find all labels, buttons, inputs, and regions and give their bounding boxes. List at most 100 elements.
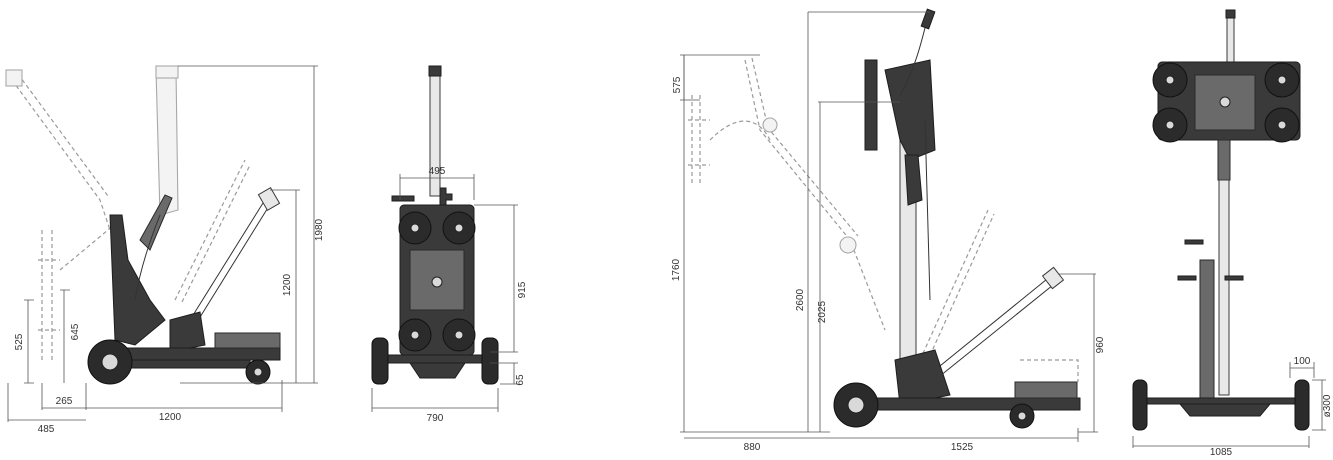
dim-label-1085: 1085 (1210, 447, 1233, 455)
dim-label-1200-vert: 1200 (282, 273, 293, 296)
dim-label-1760: 1760 (671, 258, 682, 281)
cup-2-hub-bl (1165, 120, 1175, 130)
head-bracket (884, 59, 936, 161)
dim-line-100 (1289, 362, 1315, 378)
mast-joint-2 (1217, 139, 1231, 181)
ghost-pivot (839, 236, 857, 254)
dim-line-495 (399, 174, 475, 200)
ghost-boom-raised-edge (17, 73, 109, 197)
dim-label-1980: 1980 (314, 218, 325, 241)
ghost-tray (1020, 359, 1079, 382)
front-mast-2 (1218, 179, 1230, 396)
front-mast-cap (428, 65, 442, 77)
front-view-1: 495 915 65 790 (371, 65, 528, 424)
cup-hub-tl (410, 223, 420, 233)
frame-plate-2-hub (1219, 96, 1231, 108)
hose (134, 214, 161, 301)
dim-label-2025: 2025 (817, 300, 828, 323)
plus-knob (439, 187, 453, 207)
front-axle (379, 354, 495, 364)
handle-arm (139, 194, 173, 251)
boom-2-tip (1041, 266, 1065, 290)
ghost-boom-tip (5, 69, 23, 87)
handle-2-upper (1184, 239, 1204, 245)
cup-hub-bl (410, 330, 420, 340)
ghost-mast (155, 69, 179, 216)
dim-label-960: 960 (1095, 336, 1106, 353)
dim-label-d300: ø300 (1322, 394, 1333, 417)
dim-label-65: 65 (515, 374, 526, 386)
front-left-wheel (371, 337, 389, 385)
handle-2-right (1224, 275, 1244, 281)
boom-lowered-tip (257, 187, 281, 211)
ghost-pivot-2 (762, 117, 778, 133)
dim-label-1525: 1525 (951, 442, 974, 453)
ghost-boom-diag-1 (174, 159, 246, 301)
dim-line-1525 (828, 428, 1079, 442)
dim-line-d300 (1312, 379, 1326, 431)
dim-line-1200-vert (270, 189, 300, 383)
ghost-suction-frame (38, 230, 60, 360)
castor-hub (253, 367, 263, 377)
dim-label-265: 265 (56, 396, 73, 407)
tray-2 (1014, 381, 1078, 399)
boom-lowered-b (196, 197, 275, 323)
cable-2 (924, 119, 931, 301)
dim-line-575 (680, 55, 700, 101)
dim-line-1980 (178, 65, 318, 384)
castor-2-hub (1017, 411, 1027, 421)
front-left-wheel-2 (1132, 379, 1148, 431)
cup-hub-br (454, 330, 464, 340)
ghost-mast-top (155, 65, 179, 79)
front-base-2 (1178, 403, 1272, 417)
handle-grip (920, 8, 936, 30)
ghost-boom-diag-b (926, 213, 995, 363)
ghost-arc (709, 120, 771, 141)
ghost-boom-diag (919, 209, 989, 361)
dim-line-915 (474, 204, 518, 353)
dim-line-960 (1058, 273, 1098, 433)
dim-line-65 (490, 362, 518, 385)
counterweight-2 (894, 349, 951, 406)
lift-column (1199, 259, 1215, 401)
front-right-wheel (481, 337, 499, 385)
front-axle-2 (1139, 397, 1301, 405)
dim-line-1085 (1132, 436, 1310, 448)
dim-label-575: 575 (672, 76, 683, 93)
frame-plate (409, 249, 465, 311)
dim-line-790 (371, 388, 499, 412)
dim-label-485: 485 (38, 424, 55, 435)
front-base (409, 362, 466, 379)
dim-label-880: 880 (744, 442, 761, 453)
dim-label-495: 495 (429, 166, 446, 177)
ghost-boom-top-b (751, 57, 859, 237)
ghost-boom-diag-1b (181, 164, 251, 303)
ghost-side-frame (688, 95, 710, 185)
side-view-2: 575 1760 2600 2025 960 880 1525 (671, 8, 1106, 453)
front-view-2: 100 ø300 1085 (1132, 9, 1333, 458)
cup-2-hub-tr (1277, 75, 1287, 85)
frame-center-hub (431, 276, 443, 288)
front-right-wheel-2 (1294, 379, 1310, 431)
chassis-base (129, 359, 251, 369)
counterweight (169, 311, 206, 353)
dim-label-645: 645 (70, 323, 81, 340)
mast-joint (904, 154, 923, 206)
dim-label-1200-horiz: 1200 (159, 412, 182, 423)
dim-label-915: 915 (517, 281, 528, 298)
dim-line-525 (24, 299, 34, 384)
left-handle (391, 195, 415, 202)
cup-2-hub-tl (1165, 75, 1175, 85)
dim-label-2600: 2600 (795, 288, 806, 311)
front-mast-2-cap (1225, 9, 1236, 19)
dim-label-100: 100 (1294, 356, 1311, 367)
dim-line-485 (7, 383, 86, 422)
front-wheel-2-hub (847, 396, 865, 414)
suction-frame-side (864, 59, 878, 151)
cup-hub-tr (454, 223, 464, 233)
dim-label-790: 790 (427, 413, 444, 424)
cup-2-hub-br (1277, 120, 1287, 130)
dim-line-1200-horiz (86, 380, 283, 412)
